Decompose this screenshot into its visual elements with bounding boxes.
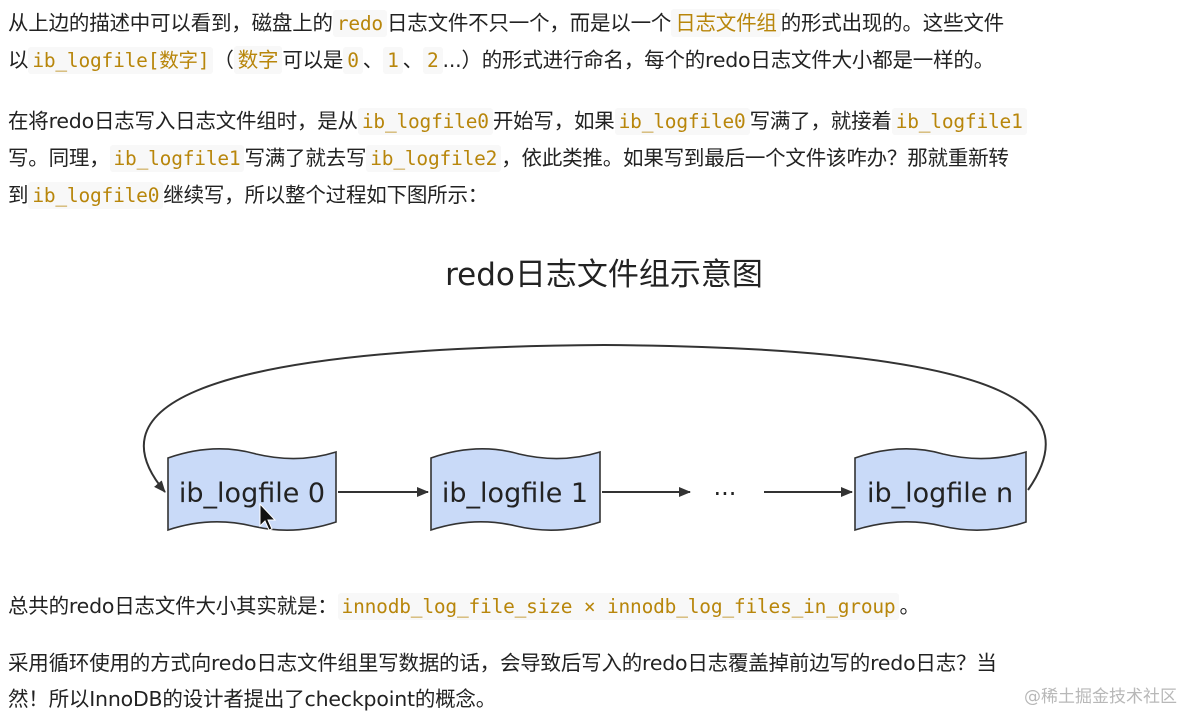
- log-file-0-label: ib_logfile 0: [179, 478, 325, 509]
- text: 的形式出现的。这些文件: [780, 11, 1005, 35]
- text: 开始写，如果: [492, 109, 615, 133]
- text: 可以是: [282, 48, 344, 72]
- text: 以: [8, 48, 29, 72]
- log-file-0-shape: [167, 448, 337, 532]
- text: ，依此类推。如果写到最后一个文件该咋办？那就重新转: [501, 146, 1009, 170]
- text: 到: [8, 183, 29, 207]
- text: 、: [402, 48, 424, 72]
- inline-code: ib_logfile1: [891, 108, 1027, 135]
- text: 然！所以InnoDB的设计者提出了checkpoint的概念。: [8, 687, 497, 711]
- text: 在将redo日志写入日志文件组时，是从: [8, 109, 358, 133]
- watermark: @稀土掘金技术社区: [1024, 687, 1177, 707]
- text: 、: [362, 48, 384, 72]
- log-file-n-label: ib_logfile n: [867, 478, 1013, 509]
- text: 日志文件不只一个，而是以一个: [386, 11, 672, 35]
- highlight: 日志文件组: [671, 9, 781, 37]
- inline-code: ib_logfile1: [109, 145, 245, 172]
- inline-code: ib_logfile0: [28, 182, 164, 209]
- text: 从上边的描述中可以看到，磁盘上的: [8, 11, 333, 35]
- text: ...）的形式进行命名，每个的redo日志文件大小都是一样的。: [442, 48, 995, 72]
- paragraph-total-size: 总共的redo日志文件大小其实就是：innodb_log_file_size ×…: [8, 588, 1188, 625]
- log-file-1-shape: [430, 448, 601, 532]
- cursor-arrow-icon: [259, 502, 277, 531]
- inline-code: innodb_log_file_size × innodb_log_files_…: [337, 593, 900, 620]
- log-file-1-label: ib_logfile 1: [442, 478, 588, 509]
- text: 写满了，就接着: [749, 109, 892, 133]
- inline-code: 0: [343, 47, 363, 74]
- inline-code: ib_logfile[数字]: [28, 47, 214, 74]
- redo-log-group-diagram: redo日志文件组示意图 ib_logfile 0 ib_logfile 1 ·…: [142, 257, 1047, 532]
- inline-code: ib_logfile2: [366, 145, 502, 172]
- text: 采用循环使用的方式向redo日志文件组里写数据的话，会导致后写入的redo日志覆…: [8, 651, 997, 675]
- highlight: 数字: [233, 46, 283, 74]
- inline-code: redo: [332, 10, 387, 37]
- text: 继续写，所以整个过程如下图所示：: [163, 183, 489, 207]
- inline-code: ib_logfile0: [614, 108, 750, 135]
- text: 。: [899, 594, 920, 618]
- inline-code: 1: [383, 47, 403, 74]
- diagram-title: redo日志文件组示意图: [445, 257, 763, 293]
- text: 写。同理，: [8, 146, 110, 170]
- inline-code: ib_logfile0: [357, 108, 493, 135]
- loop-back-arrow: [142, 343, 1047, 493]
- paragraph-checkpoint: 采用循环使用的方式向redo日志文件组里写数据的话，会导致后写入的redo日志覆…: [8, 645, 1188, 717]
- text: 总共的redo日志文件大小其实就是：: [8, 594, 338, 618]
- text: （: [213, 48, 234, 72]
- text: 写满了就去写: [244, 146, 367, 170]
- ellipsis-text: ···: [714, 480, 737, 508]
- inline-code: 2: [422, 47, 443, 74]
- log-file-n-shape: [854, 448, 1027, 532]
